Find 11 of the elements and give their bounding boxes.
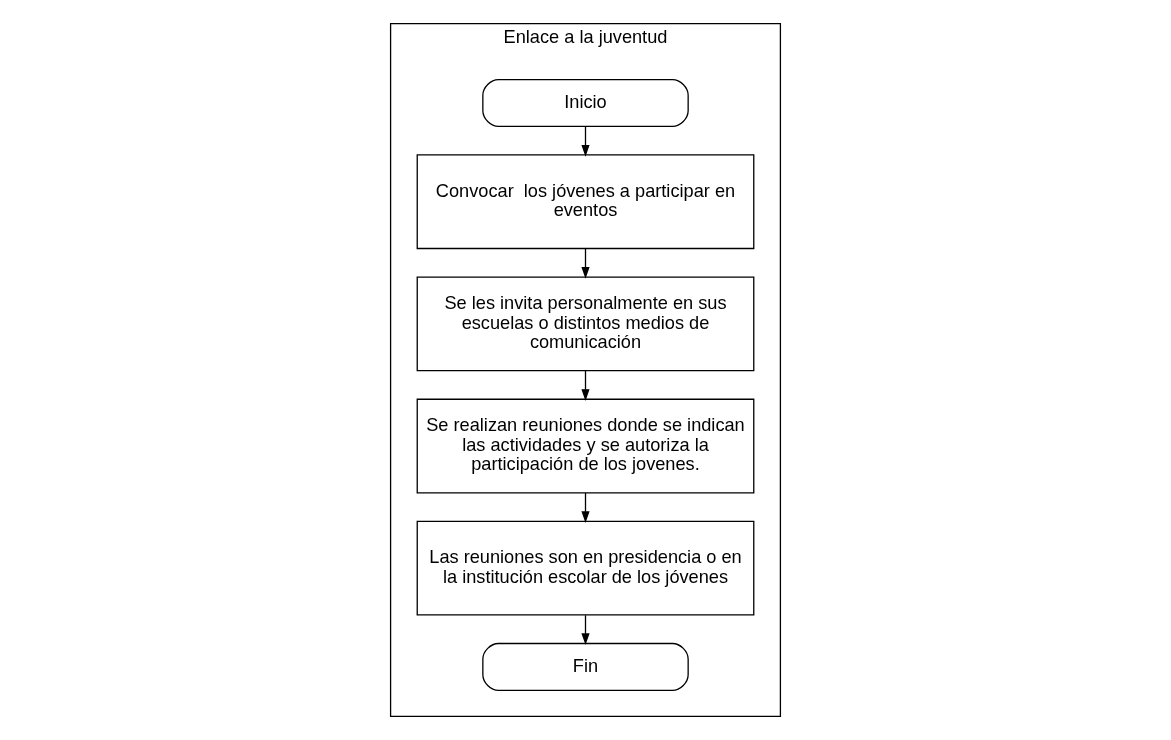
- arrow: [581, 614, 590, 646]
- node-box: Inicio: [482, 78, 689, 128]
- arrow: [581, 247, 590, 279]
- node-box: Fin: [482, 642, 689, 691]
- node-box: Se realizan reuniones donde se indican las actividades y se autoriza la participación de los jovenes.: [416, 398, 755, 494]
- arrow: [581, 370, 590, 401]
- arrow: [581, 125, 590, 157]
- node-box: Convocar los jóvenes a participar en eventos: [416, 154, 755, 250]
- arrow: [581, 492, 590, 523]
- node-box: Se les invita personalmente en sus escuelas o distintos medios de comunicación: [416, 276, 755, 372]
- node-box: Las reuniones son en presidencia o en la institución escolar de los jóvenes: [416, 520, 755, 616]
